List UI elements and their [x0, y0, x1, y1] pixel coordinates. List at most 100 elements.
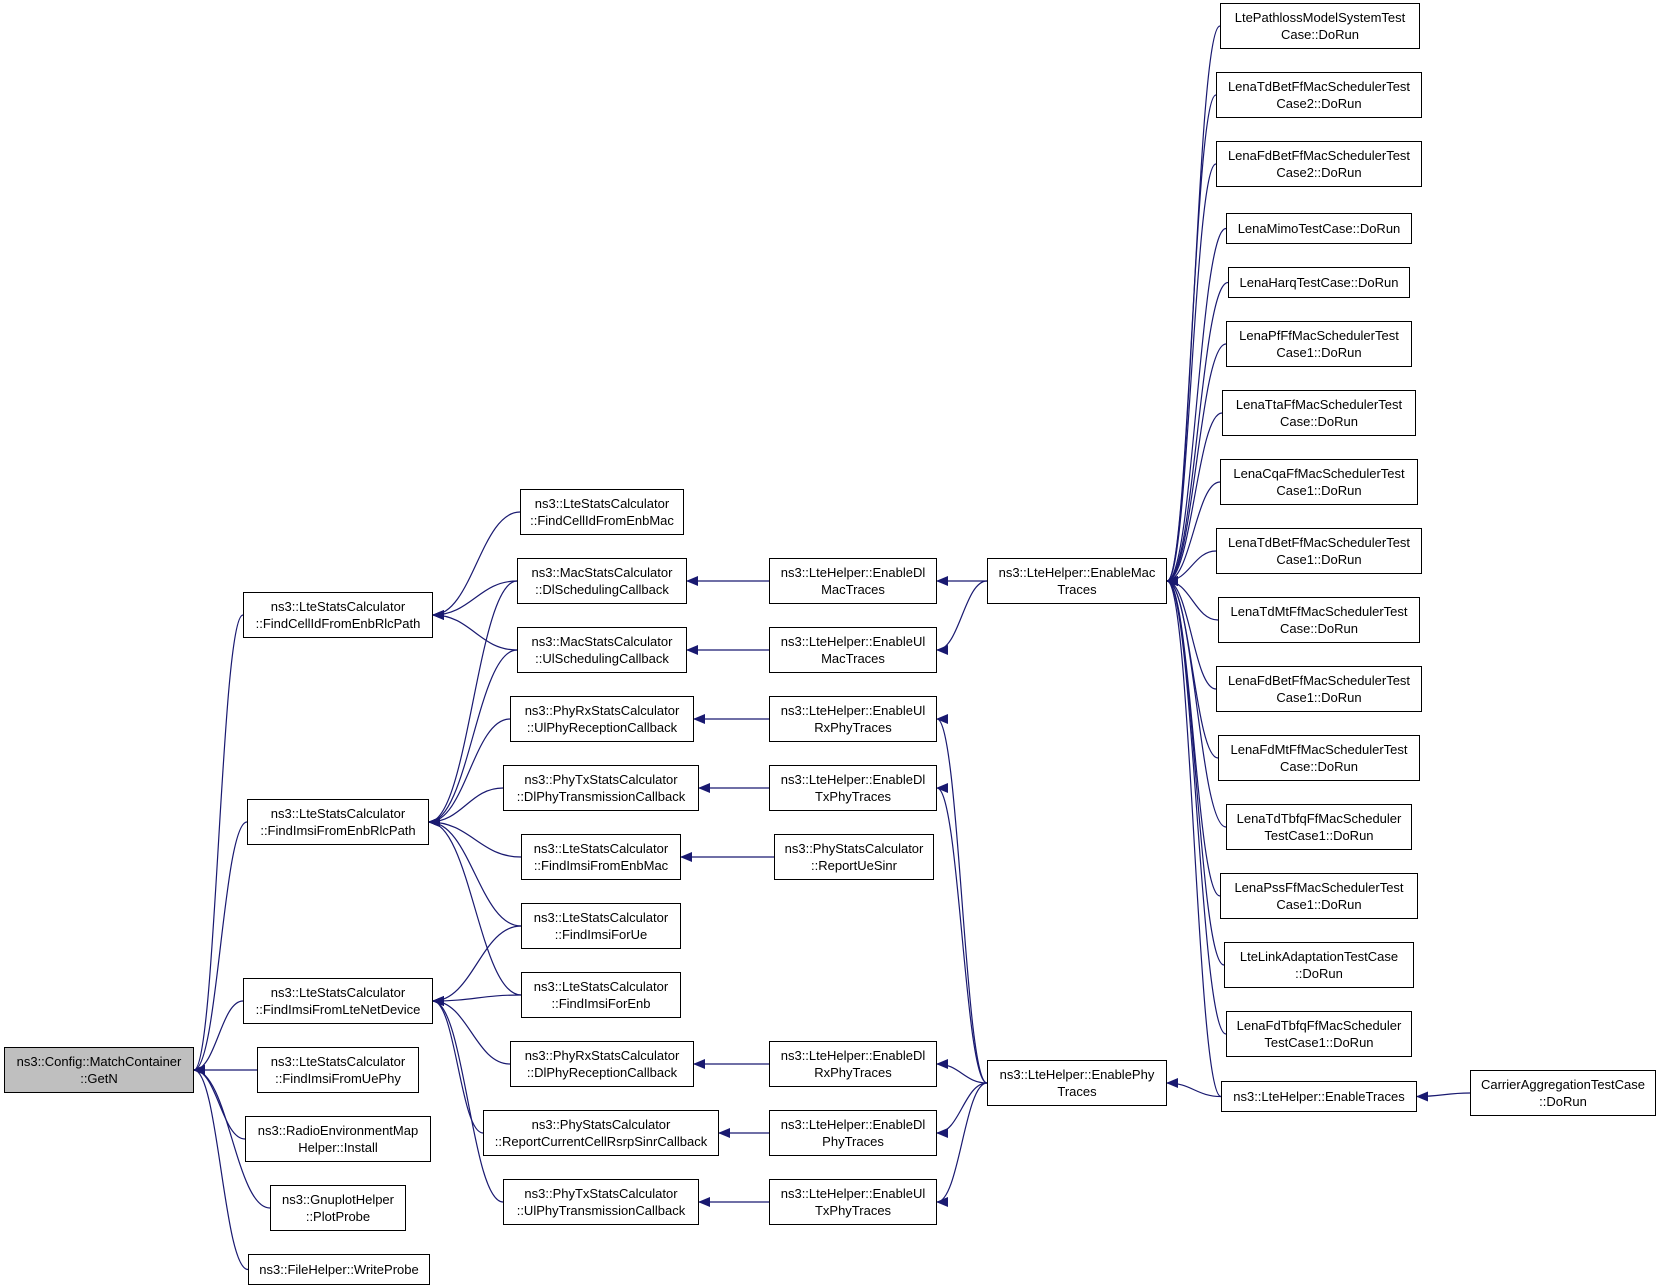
node-label-line: ::PlotProbe: [305, 1209, 371, 1224]
caller-node[interactable]: ns3::PhyTxStatsCalculator::DlPhyTransmis…: [503, 765, 699, 811]
node-label-line: RxPhyTraces: [814, 1065, 892, 1080]
call-edge-arrow: [432, 925, 522, 1006]
node-label-line: Case1::DoRun: [1276, 897, 1362, 912]
node-label-line: ::FindImsiForUe: [554, 927, 648, 942]
node-label-line: Traces: [1057, 582, 1097, 597]
caller-node[interactable]: ns3::LteHelper::EnableTraces: [1221, 1081, 1417, 1112]
node-label-line: ns3::LteHelper::EnableDl: [780, 565, 926, 580]
node-label-line: ::UlPhyReceptionCallback: [526, 720, 678, 735]
call-edge-arrow: [1166, 576, 1222, 1098]
caller-node[interactable]: ns3::LteStatsCalculator::FindImsiFromEnb…: [247, 799, 429, 845]
caller-node[interactable]: LenaHarqTestCase::DoRun: [1228, 267, 1410, 298]
node-label-line: ::DlPhyReceptionCallback: [526, 1065, 678, 1080]
node-label-line: PhyTraces: [822, 1134, 884, 1149]
caller-node[interactable]: LteLinkAdaptationTestCase::DoRun: [1224, 942, 1414, 988]
node-label-line: TxPhyTraces: [814, 1203, 892, 1218]
node-label-line: ::UlPhyTransmissionCallback: [516, 1203, 686, 1218]
node-label-line: Case2::DoRun: [1276, 96, 1362, 111]
call-edge-arrow: [432, 511, 521, 620]
node-label-line: TxPhyTraces: [814, 789, 892, 804]
node-label-line: ns3::LteHelper::EnableUl: [780, 634, 926, 649]
node-label-line: ns3::LteStatsCalculator: [270, 985, 406, 1000]
node-label-line: ns3::LteHelper::EnableDl: [780, 1117, 926, 1132]
caller-node[interactable]: ns3::PhyTxStatsCalculator::UlPhyTransmis…: [503, 1179, 699, 1225]
call-edge-arrow: [1166, 281, 1229, 586]
call-edge-arrow: [193, 1065, 246, 1140]
node-label-line: LenaFdBetFfMacSchedulerTest: [1227, 673, 1411, 688]
node-label-line: ::DoRun: [1539, 1094, 1587, 1109]
node-label-line: Case::DoRun: [1279, 759, 1359, 774]
call-edge-arrow: [432, 996, 504, 1203]
node-label-line: LenaFdTbfqFfMacScheduler: [1236, 1018, 1402, 1033]
caller-node[interactable]: ns3::FileHelper::WriteProbe: [248, 1254, 430, 1285]
node-label-line: ns3::LteHelper::EnablePhy: [999, 1067, 1155, 1082]
caller-node[interactable]: ns3::LteStatsCalculator::FindImsiFromUeP…: [257, 1047, 419, 1093]
caller-node[interactable]: ns3::LteStatsCalculator::FindCellIdFromE…: [520, 489, 684, 535]
node-label-line: LenaCqaFfMacSchedulerTest: [1233, 466, 1405, 481]
node-label-line: ns3::PhyTxStatsCalculator: [524, 1186, 678, 1201]
node-label-line: ns3::LteHelper::EnableTraces: [1233, 1089, 1405, 1104]
node-label-line: ::UlSchedulingCallback: [535, 651, 669, 666]
call-edge-arrow: [193, 1065, 249, 1271]
caller-node[interactable]: ns3::MacStatsCalculator::DlSchedulingCal…: [517, 558, 687, 604]
caller-node[interactable]: ns3::PhyStatsCalculator::ReportCurrentCe…: [483, 1110, 719, 1156]
caller-node[interactable]: ns3::GnuplotHelper::PlotProbe: [270, 1185, 406, 1231]
call-edge-arrow: [432, 996, 484, 1134]
node-label-line: ns3::LteStatsCalculator: [533, 910, 669, 925]
node-label-line: ::FindImsiForEnb: [551, 996, 651, 1011]
node-label-line: LteLinkAdaptationTestCase: [1239, 949, 1399, 964]
node-label-line: Case1::DoRun: [1276, 690, 1362, 705]
node-label-line: TestCase1::DoRun: [1264, 1035, 1374, 1050]
node-label-line: Case1::DoRun: [1276, 345, 1362, 360]
node-label-line: Case::DoRun: [1279, 621, 1359, 636]
caller-node[interactable]: ns3::LteStatsCalculator::FindImsiForUe: [521, 903, 681, 949]
caller-node[interactable]: ns3::LteStatsCalculator::FindImsiFromLte…: [243, 978, 433, 1024]
node-label-line: ::FindImsiFromUePhy: [275, 1071, 401, 1086]
node-label-line: ns3::PhyTxStatsCalculator: [524, 772, 678, 787]
caller-node[interactable]: ns3::PhyRxStatsCalculator::DlPhyReceptio…: [510, 1041, 694, 1087]
node-label-line: ns3::PhyStatsCalculator: [784, 841, 924, 856]
node-label-line: MacTraces: [821, 582, 885, 597]
call-edge-arrow: [193, 1065, 271, 1209]
node-label-line: LenaTdBetFfMacSchedulerTest: [1227, 535, 1411, 550]
node-label-line: ns3::Config::MatchContainer: [16, 1054, 182, 1069]
caller-node[interactable]: ns3::LteStatsCalculator::FindImsiForEnb: [521, 972, 681, 1018]
call-edge-arrow: [1166, 576, 1227, 828]
caller-node[interactable]: ns3::LteStatsCalculator::FindCellIdFromE…: [243, 592, 433, 638]
node-label-line: ns3::LteStatsCalculator: [533, 841, 669, 856]
caller-node[interactable]: LenaMimoTestCase::DoRun: [1226, 213, 1412, 244]
call-edge-arrow: [193, 1000, 244, 1075]
caller-node[interactable]: CarrierAggregationTestCase::DoRun: [1470, 1070, 1656, 1116]
caller-node[interactable]: ns3::PhyRxStatsCalculator::UlPhyReceptio…: [510, 696, 694, 742]
caller-node[interactable]: ns3::MacStatsCalculator::UlSchedulingCal…: [517, 627, 687, 673]
call-edge-arrow: [936, 1059, 988, 1084]
node-label-line: LenaFdMtFfMacSchedulerTest: [1230, 742, 1408, 757]
node-label-line: ns3::FileHelper::WriteProbe: [259, 1262, 419, 1277]
caller-node[interactable]: ns3::PhyStatsCalculator::ReportUeSinr: [774, 834, 934, 880]
caller-node[interactable]: ns3::LteStatsCalculator::FindImsiFromEnb…: [521, 834, 681, 880]
node-label-line: LenaTtaFfMacSchedulerTest: [1235, 397, 1403, 412]
